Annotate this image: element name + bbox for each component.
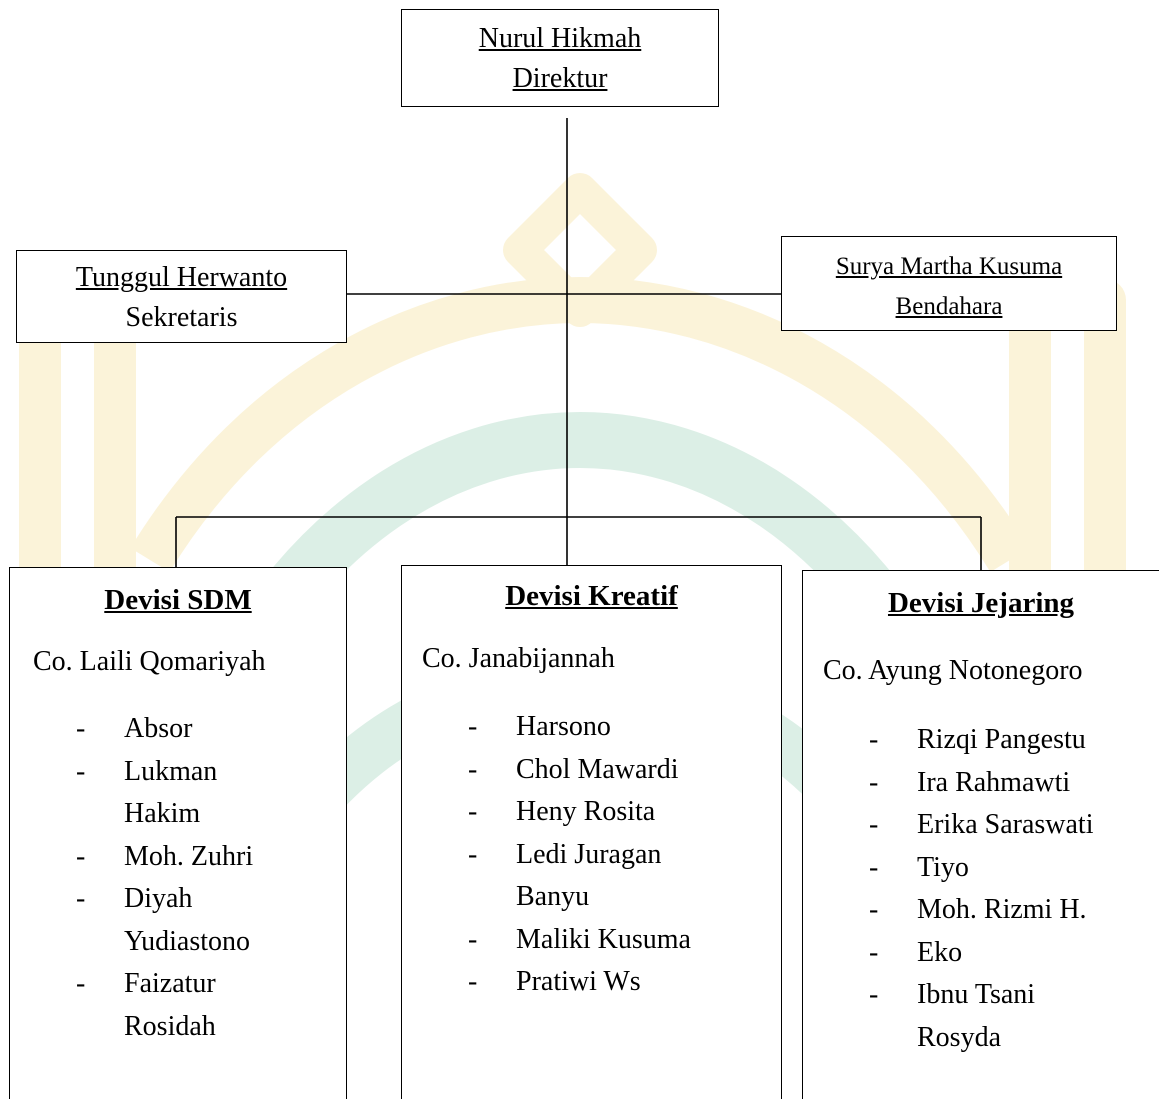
list-item: -Ibnu Tsani Rosyda bbox=[869, 979, 1036, 1053]
list-item: -Lukman Hakim bbox=[76, 755, 218, 830]
secretary-name: Tunggul Herwanto bbox=[75, 262, 288, 293]
list-item: -Tiyo bbox=[869, 851, 969, 883]
list-item: -Pratiwi Ws bbox=[468, 966, 641, 997]
division-coordinator: Co. Janabijannah bbox=[422, 643, 615, 674]
division-sdm: Devisi SDM Co. Laili Qomariyah -Absor -L… bbox=[9, 567, 347, 1099]
list-item: -Ira Rahmawti bbox=[869, 766, 1071, 798]
list-item: -Ledi Juragan Banyu bbox=[468, 838, 662, 913]
director-box: Nurul Hikmah Direktur bbox=[401, 9, 719, 107]
treasurer-name: Surya Martha Kusuma bbox=[835, 253, 1063, 280]
list-item: -Rizqi Pangestu bbox=[869, 724, 1086, 755]
member-list: -Absor -Lukman Hakim -Moh. Zuhri -Diyah … bbox=[10, 708, 346, 1048]
list-item: -Moh. Rizmi H. bbox=[869, 894, 1087, 925]
list-item: -Faizatur Rosidah bbox=[76, 968, 216, 1042]
division-title: Devisi Jejaring bbox=[887, 587, 1075, 619]
list-item: -Chol Mawardi bbox=[468, 753, 679, 785]
division-title: Devisi SDM bbox=[104, 584, 252, 616]
secretary-box: Tunggul Herwanto Sekretaris bbox=[16, 250, 347, 343]
list-item: -Absor bbox=[76, 713, 193, 744]
list-item: -Eko bbox=[869, 936, 963, 968]
division-coordinator: Co. Laili Qomariyah bbox=[33, 646, 266, 677]
list-item: -Moh. Zuhri bbox=[76, 840, 254, 872]
list-item: -Diyah Yudiastono bbox=[76, 883, 250, 957]
list-item: -Heny Rosita bbox=[468, 796, 656, 827]
list-item: -Erika Saraswati bbox=[869, 809, 1094, 840]
director-role: Direktur bbox=[512, 63, 608, 94]
member-list: -Harsono -Chol Mawardi -Heny Rosita -Led… bbox=[402, 706, 781, 1004]
member-list: -Rizqi Pangestu -Ira Rahmawti -Erika Sar… bbox=[803, 719, 1159, 1059]
list-item: -Harsono bbox=[468, 711, 611, 742]
director-name: Nurul Hikmah bbox=[478, 23, 642, 54]
secretary-role: Sekretaris bbox=[125, 302, 238, 333]
division-title: Devisi Kreatif bbox=[505, 580, 678, 612]
division-jejaring: Devisi Jejaring Co. Ayung Notonegoro -Ri… bbox=[802, 570, 1159, 1099]
treasurer-box: Surya Martha Kusuma Bendahara bbox=[781, 236, 1117, 331]
division-coordinator: Co. Ayung Notonegoro bbox=[823, 655, 1083, 686]
list-item: -Maliki Kusuma bbox=[468, 923, 691, 955]
division-kreatif: Devisi Kreatif Co. Janabijannah -Harsono… bbox=[401, 565, 782, 1099]
treasurer-role: Bendahara bbox=[895, 293, 1003, 320]
